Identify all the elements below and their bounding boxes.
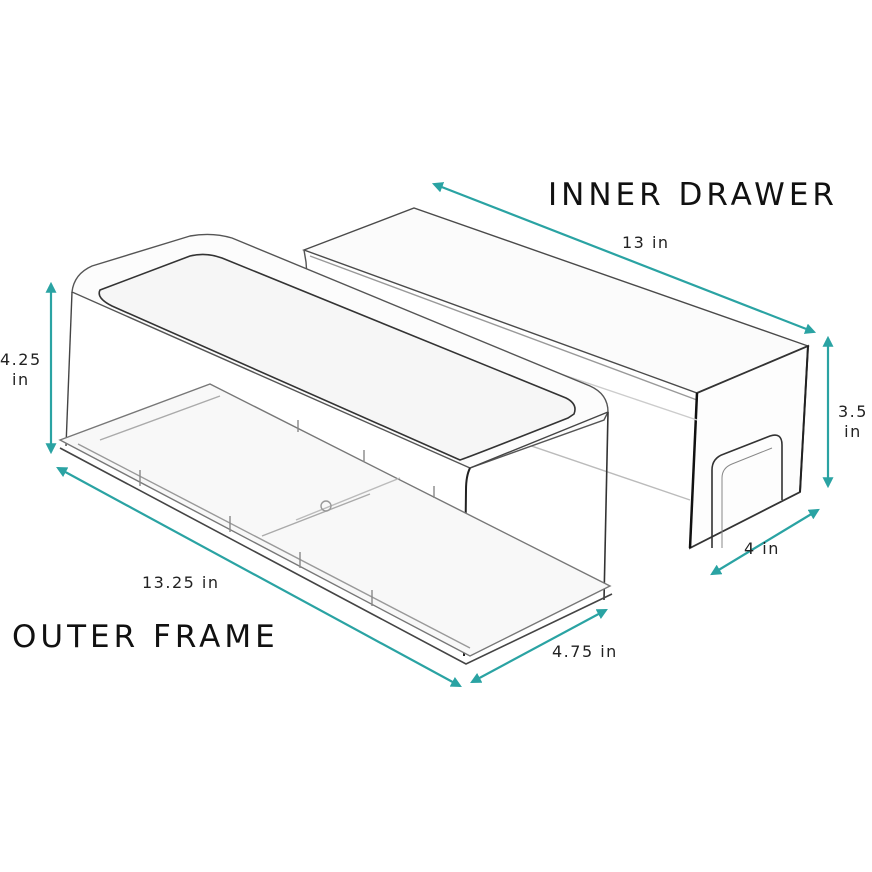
inner-drawer-title: INNER DRAWER [548,177,838,213]
outer-frame-height-unit: in [12,370,30,389]
inner-drawer-length-arrow [431,182,817,334]
inner-drawer-length-label: 13 in [622,233,670,252]
inner-drawer-width-arrow [710,508,820,576]
outer-frame-length-label: 13.25 in [142,573,220,592]
outer-frame-width-label: 4.75 in [552,642,618,661]
outer-frame-height-label: 4.25 in [0,350,42,390]
inner-drawer-width-label: 4 in [744,539,780,558]
inner-drawer-height-value: 3.5 [838,402,868,421]
outer-frame-length-arrow [56,466,462,688]
outer-frame-title: OUTER FRAME [12,619,279,655]
outer-frame-height-value: 4.25 [0,350,42,369]
inner-drawer-height-unit: in [844,422,862,441]
dimension-arrows [45,182,834,688]
inner-drawer-height-label: 3.5 in [838,402,868,442]
outer-frame-width-arrow [470,608,608,684]
